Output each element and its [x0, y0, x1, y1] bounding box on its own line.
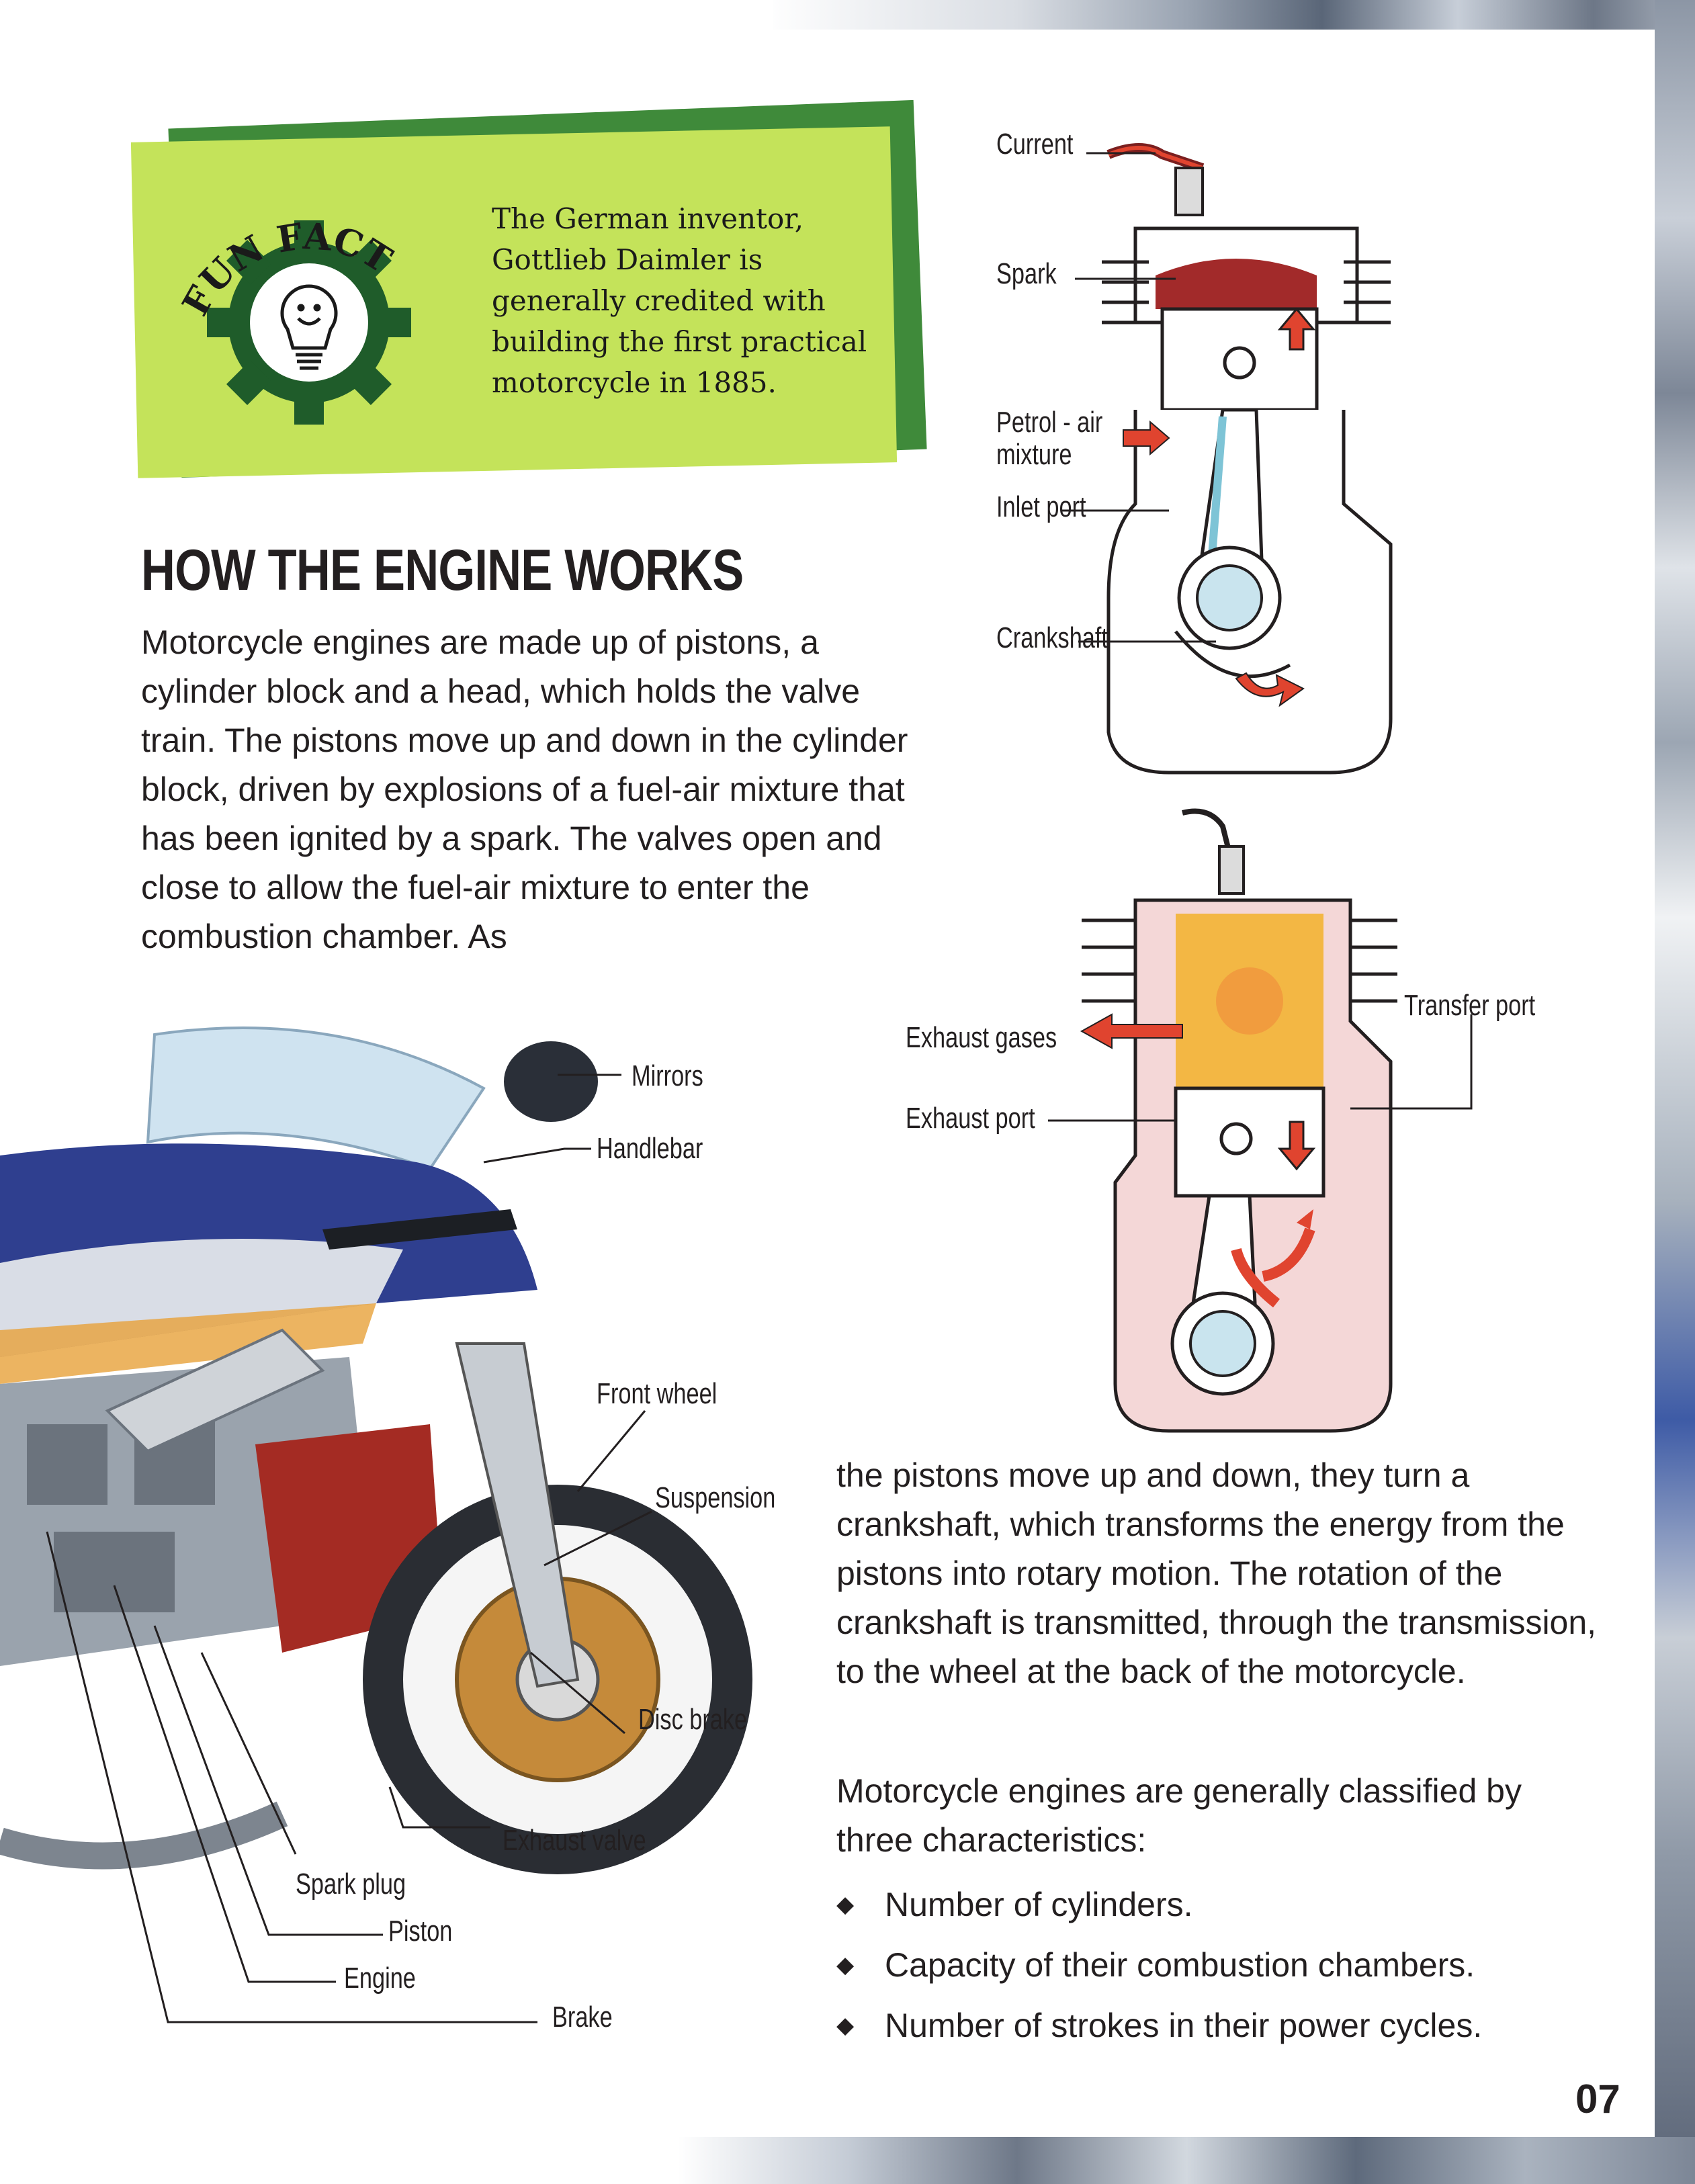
label-piston: Piston: [388, 1915, 453, 1948]
label-brake: Brake: [552, 2001, 613, 2034]
section-heading: HOW THE ENGINE WORKS: [141, 538, 744, 603]
label-transfer-port: Transfer port: [1404, 989, 1536, 1022]
label-disc-brake: Disc brake: [638, 1703, 748, 1736]
engine-diagram-top: [1061, 143, 1393, 775]
page-edge-top: [0, 0, 1695, 30]
label-petrol-air-mixture: Petrol - air mixture: [996, 406, 1103, 471]
label-spark-plug: Spark plug: [296, 1868, 406, 1901]
label-exhaust-gases: Exhaust gases: [906, 1021, 1057, 1054]
label-handlebar: Handlebar: [597, 1132, 703, 1165]
label-suspension: Suspension: [655, 1481, 776, 1514]
page-number: 07: [1575, 2077, 1620, 2122]
label-exhaust-valve: Exhaust valve: [503, 1824, 646, 1857]
gear-lightbulb-icon: FUN FACT: [173, 214, 411, 425]
body-paragraph-2: the pistons move up and down, they turn …: [836, 1456, 1597, 1690]
label-spark: Spark: [996, 257, 1057, 290]
label-crankshaft: Crankshaft: [996, 621, 1108, 654]
list-item: ◆Number of cylinders.: [836, 1874, 1602, 1935]
label-exhaust-port: Exhaust port: [906, 1102, 1035, 1135]
label-engine: Engine: [344, 1962, 416, 1995]
diamond-bullet-icon: ◆: [836, 1892, 855, 1917]
list-item: ◆Capacity of their combustion chambers.: [836, 1935, 1602, 1995]
body-paragraph-1: Motorcycle engines are made up of piston…: [141, 623, 908, 955]
characteristics-list: ◆Number of cylinders. ◆Capacity of their…: [836, 1874, 1602, 2056]
page-edge-bottom: [0, 2137, 1695, 2184]
lightbulb-icon: [280, 284, 338, 370]
diamond-bullet-icon: ◆: [836, 2013, 855, 2038]
label-front-wheel: Front wheel: [597, 1377, 718, 1410]
engine-diagram-bottom: [1048, 808, 1473, 1433]
label-inlet-port: Inlet port: [996, 490, 1086, 523]
motorcycle-cutaway-illustration: [0, 1027, 752, 2023]
body-paragraph-3: Motorcycle engines are generally classif…: [836, 1772, 1522, 1859]
fun-fact-text: The German inventor, Gottlieb Daimler is…: [492, 202, 867, 399]
diamond-bullet-icon: ◆: [836, 1952, 855, 1978]
label-mirrors: Mirrors: [632, 1059, 703, 1092]
fun-fact-box: FUN FACT The German inventor, Gottlieb D…: [130, 99, 927, 484]
page-edge-right: [1655, 0, 1695, 2184]
label-current: Current: [996, 128, 1074, 161]
list-item: ◆Number of strokes in their power cycles…: [836, 1995, 1602, 2056]
